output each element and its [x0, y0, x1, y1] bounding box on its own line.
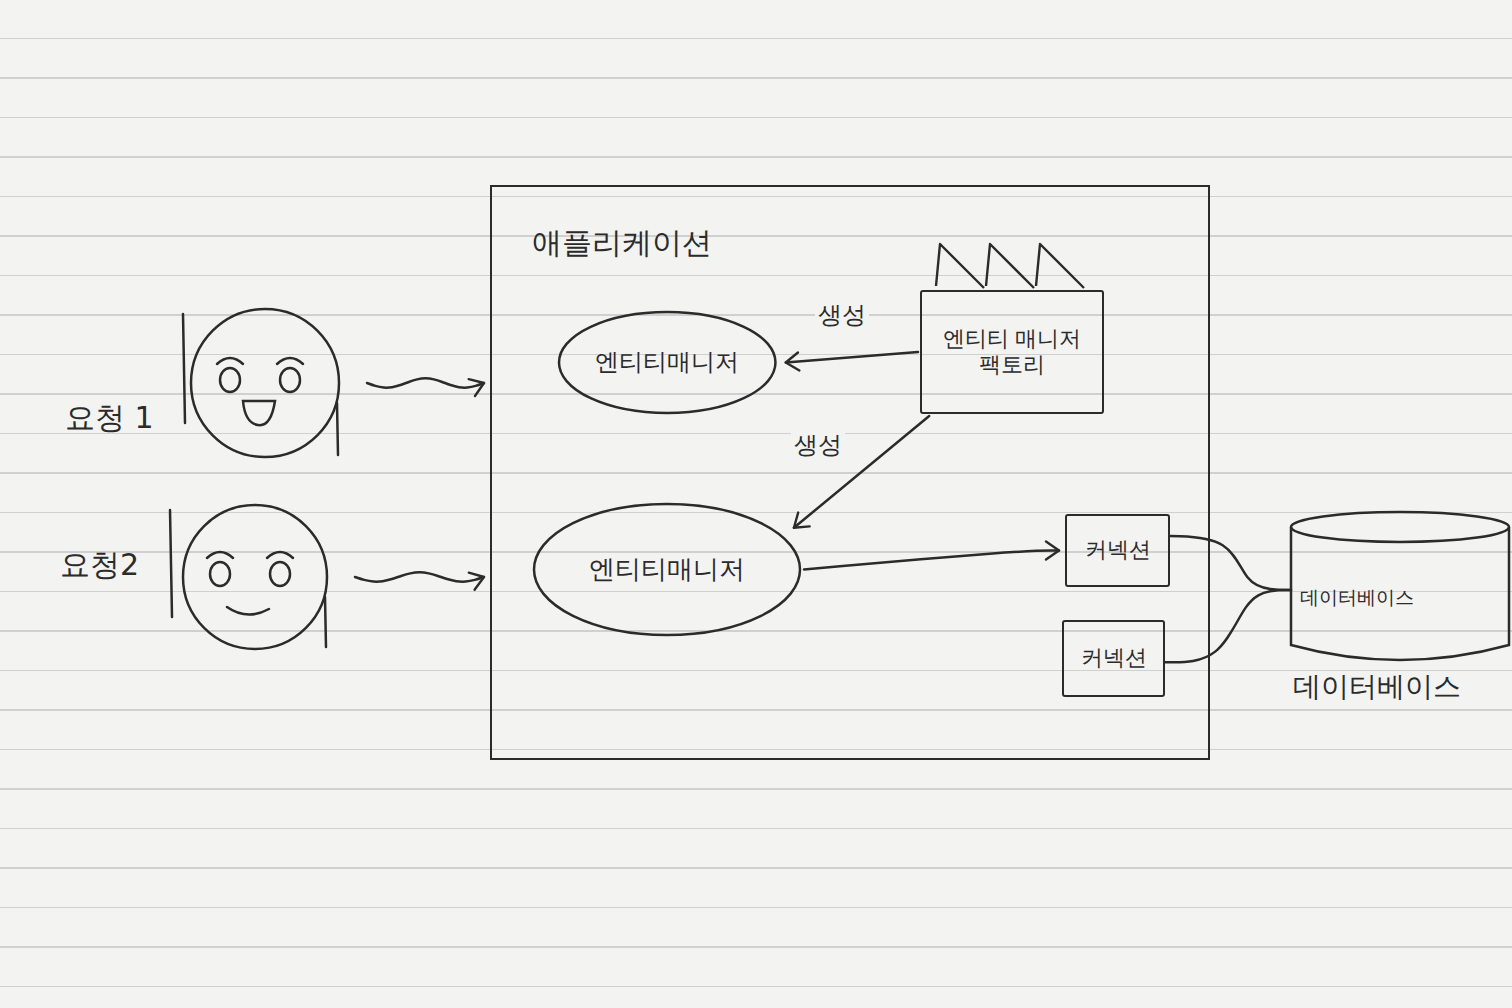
- requester-node: 요청 1: [60, 300, 350, 465]
- ellipse-shape: [534, 504, 800, 635]
- factory-chimney: [1036, 244, 1084, 288]
- connection-box: 커넥션: [1062, 620, 1165, 697]
- face-side-stroke: [183, 314, 185, 423]
- connection-line: [1170, 536, 1291, 590]
- application-box: 애플리케이션엔티티매니저엔티티 매니저 팩토리엔티티매니저커넥션커넥션: [490, 185, 1210, 760]
- face-eye: [280, 368, 300, 392]
- arrow-connector: [355, 572, 484, 581]
- face-brow: [277, 358, 303, 364]
- factory-roof: [922, 230, 1106, 290]
- face-outline: [183, 505, 327, 649]
- cylinder-body: [1291, 527, 1509, 660]
- face-mouth: [243, 401, 275, 425]
- node-label: 엔티티 매니저 팩토리: [932, 326, 1092, 379]
- node-label: 엔티티매니저: [589, 554, 745, 585]
- cylinder-top: [1291, 512, 1509, 542]
- connection-box: 커넥션: [1065, 514, 1170, 587]
- region-heading: 애플리케이션: [532, 225, 712, 261]
- arrow-connector: [804, 551, 1059, 570]
- factory-chimney: [936, 244, 984, 288]
- face-illustration: [60, 300, 350, 465]
- face-brow: [267, 552, 293, 558]
- ellipse-shape: [559, 312, 775, 413]
- face-mouth: [227, 607, 269, 615]
- database-text: 데이터베이스: [1300, 586, 1414, 609]
- face-eye: [270, 562, 290, 586]
- entity-manager-ellipse: 엔티티매니저: [532, 502, 802, 637]
- request-label: 요청 1: [65, 400, 154, 436]
- face-side-stroke: [170, 510, 172, 617]
- edge-label: 생성: [791, 431, 845, 460]
- requester-node: 요청2: [55, 495, 345, 655]
- factory-box: 엔티티 매니저 팩토리: [920, 290, 1104, 414]
- database-caption: 데이터베이스: [1293, 670, 1461, 704]
- request-label: 요청2: [60, 547, 139, 583]
- edge-label: 생성: [815, 301, 869, 330]
- arrow-connector: [786, 352, 918, 363]
- face-outline: [191, 309, 339, 457]
- database-cylinder: 데이터베이스데이터베이스: [1281, 505, 1512, 705]
- arrow-connector: [367, 378, 484, 387]
- node-label: 엔티티매니저: [595, 348, 739, 377]
- node-label: 커넥션: [1081, 645, 1147, 671]
- face-eye: [210, 562, 230, 586]
- face-side-stroke: [337, 403, 338, 455]
- face-brow: [217, 358, 243, 364]
- face-brow: [207, 552, 233, 558]
- node-label: 커넥션: [1085, 537, 1151, 563]
- connection-line: [1165, 590, 1291, 662]
- face-side-stroke: [325, 597, 326, 647]
- face-eye: [220, 368, 240, 392]
- factory-chimney: [986, 244, 1034, 288]
- entity-manager-ellipse: 엔티티매니저: [557, 310, 777, 415]
